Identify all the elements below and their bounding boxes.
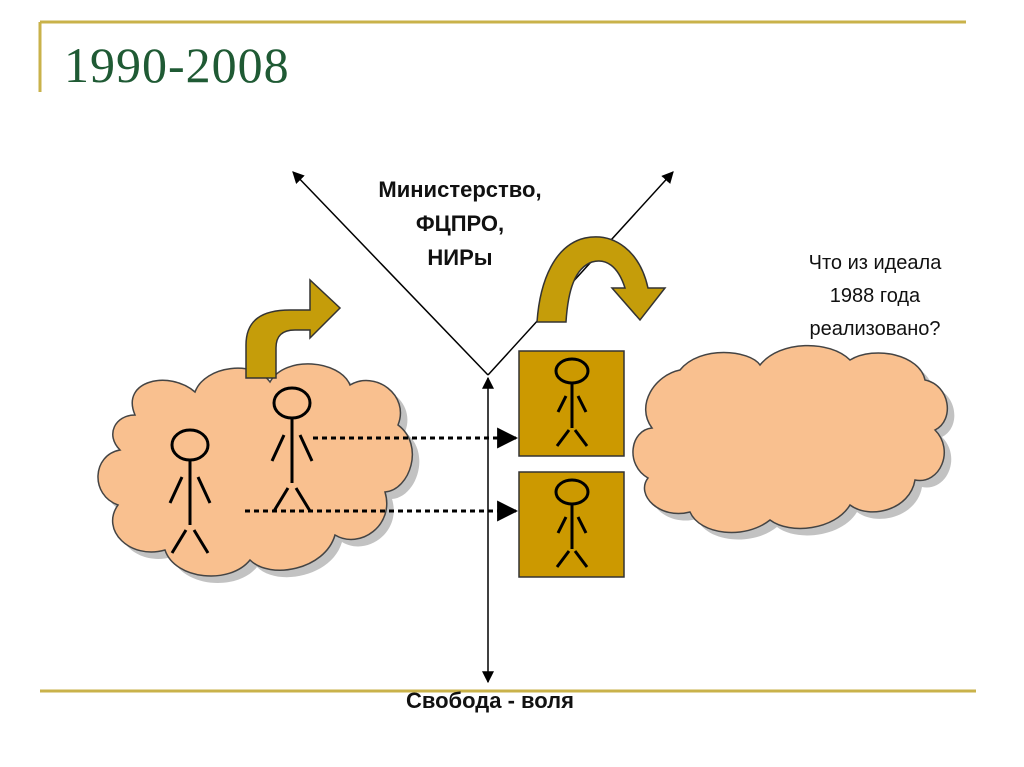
- freedom-label: Свобода - воля: [406, 688, 574, 713]
- gold-box-upper: [518, 350, 625, 457]
- slide-frame: [38, 20, 976, 693]
- right-cloud: [632, 344, 955, 540]
- dashed-arrows: [245, 427, 519, 522]
- ministry-label: Министерство, ФЦПРО, НИРы: [378, 177, 542, 270]
- gold-box-lower: [518, 471, 625, 578]
- curved-arrow-icon: [245, 278, 342, 379]
- left-cloud: [97, 363, 420, 584]
- question-label: Что из идеала 1988 года реализовано?: [808, 252, 942, 340]
- curved-arrow-icon: [536, 236, 667, 323]
- slide-title: 1990-2008: [64, 37, 290, 93]
- v-lines: [292, 171, 674, 684]
